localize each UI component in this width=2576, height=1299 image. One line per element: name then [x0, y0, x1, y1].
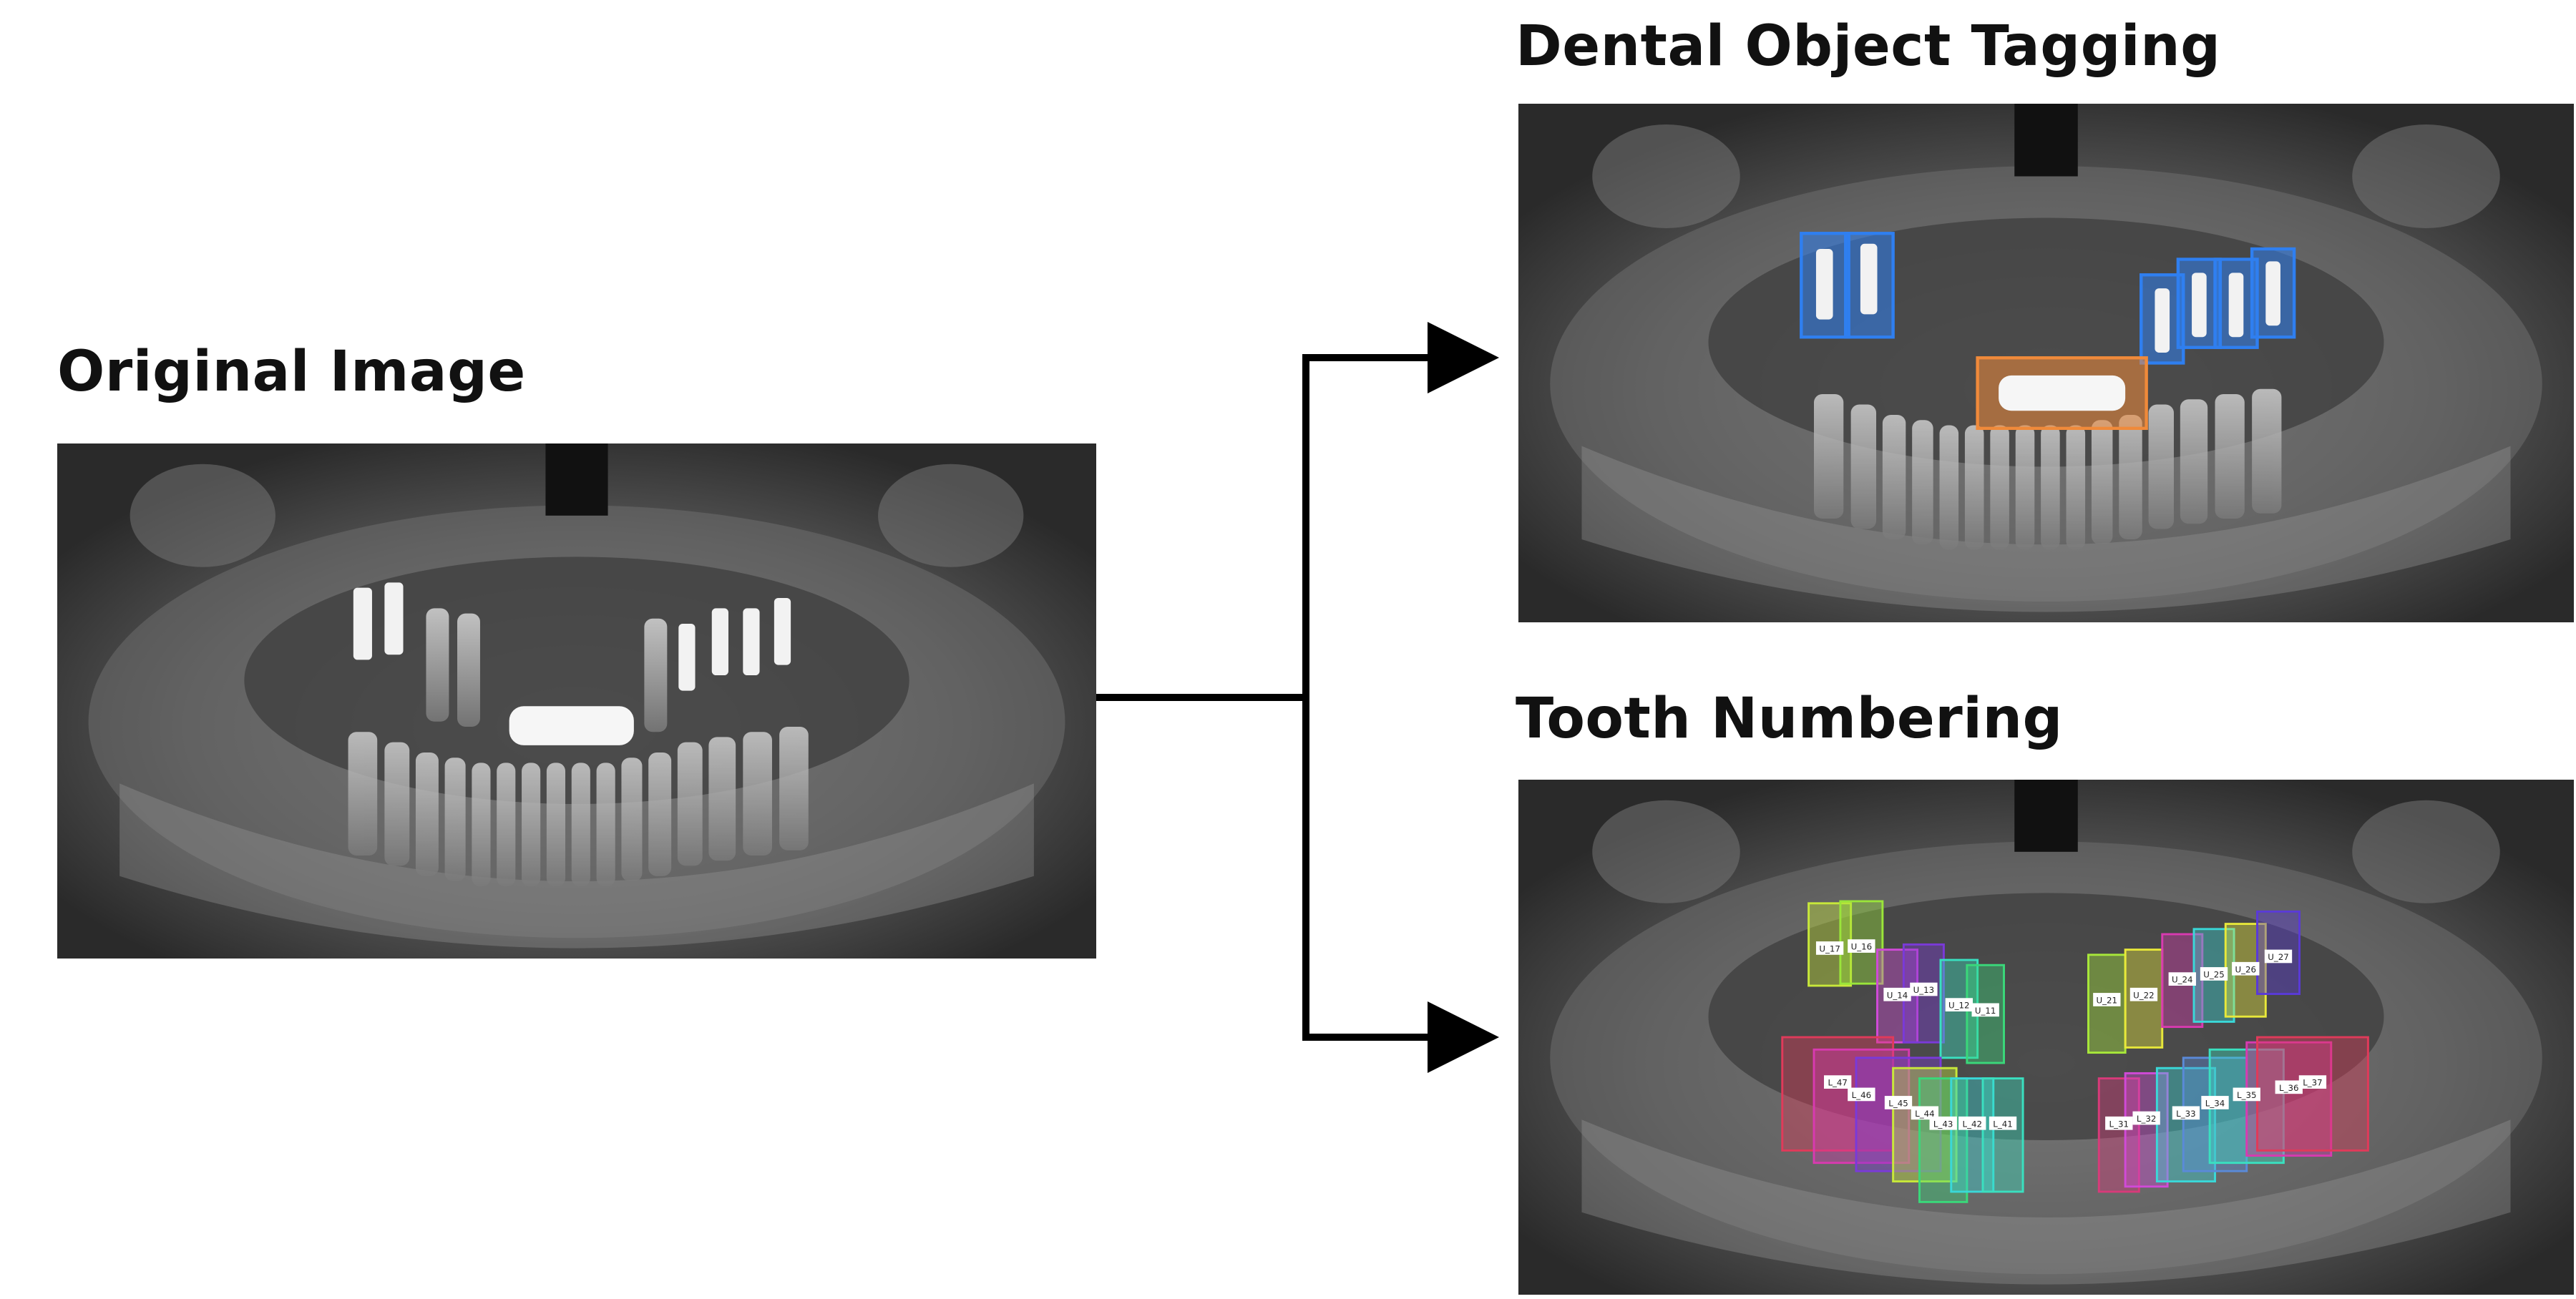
tooth-label-bg	[2172, 1106, 2200, 1120]
tooth-bbox	[2256, 1036, 2369, 1152]
dental-object-tagging-image	[1518, 104, 2574, 622]
tooth-bbox	[2155, 1067, 2216, 1183]
tooth-label: L_33	[2176, 1109, 2195, 1119]
tooth-label-bg	[1848, 1087, 1875, 1102]
tooth-label: L_41	[1993, 1119, 2012, 1129]
tooth-label-bg	[1848, 939, 1875, 953]
tooth-label: L_42	[1963, 1119, 1982, 1129]
tooth-label: L_35	[2237, 1090, 2256, 1100]
tooth-label-bg	[2232, 961, 2260, 976]
tooth-label: U_24	[2172, 975, 2193, 985]
tooth-label-bg	[2298, 1075, 2327, 1089]
tooth-label-bg	[1911, 1106, 1939, 1120]
tooth-label: U_22	[2133, 990, 2155, 1000]
tooth-label-bg	[2201, 1096, 2229, 1109]
tooth-label: U_26	[2235, 964, 2256, 974]
tooth-label: U_17	[1819, 944, 1840, 954]
tooth-label-bg	[2264, 949, 2293, 964]
tooth-bbox	[2097, 1077, 2140, 1193]
tooth-label: L_37	[2303, 1078, 2322, 1088]
dental-object-tagging-title: Dental Object Tagging	[1516, 14, 2221, 79]
tooth-label-bg	[2129, 987, 2158, 1001]
tooth-label-bg	[2093, 993, 2121, 1006]
tooth-label: U_21	[2097, 996, 2118, 1006]
tooth-label-bg	[2105, 1116, 2133, 1130]
tooth-label-bg	[1815, 941, 1844, 955]
tooth-label: U_16	[1851, 942, 1873, 952]
tooth-label-bg	[1989, 1116, 2017, 1130]
tooth-label: L_32	[2137, 1114, 2156, 1124]
tooth-label-bg	[2275, 1080, 2303, 1094]
tooth-label: L_45	[1888, 1099, 1908, 1109]
original-xray-image	[57, 443, 1096, 959]
tooth-label-bg	[2200, 967, 2228, 981]
tooth-label: L_43	[1933, 1119, 1953, 1129]
tooth-label-bg	[1929, 1116, 1957, 1130]
tooth-label-bg	[2132, 1111, 2160, 1125]
original-image-title: Original Image	[57, 340, 526, 404]
tooth-label: U_27	[2268, 952, 2289, 962]
tooth-label-bg	[1824, 1075, 1852, 1089]
tooth-label-bg	[2233, 1087, 2260, 1102]
tooth-label: U_11	[1975, 1006, 1996, 1016]
tooth-bbox	[1950, 1077, 1995, 1193]
tooth-label: L_44	[1915, 1109, 1934, 1119]
tooth-label: U_14	[1887, 990, 1908, 1000]
tooth-label-bg	[1958, 1116, 1986, 1130]
tooth-label-bg	[1910, 982, 1938, 996]
tooth-label: U_13	[1913, 985, 1935, 995]
tooth-bbox	[1981, 1077, 2024, 1193]
tooth-label-bg	[1884, 1096, 1913, 1109]
tooth-label: L_46	[1852, 1090, 1871, 1100]
tooth-bbox	[1918, 1077, 1968, 1203]
tooth-label-bg	[2168, 972, 2196, 986]
tooth-label-bg	[1971, 1003, 1999, 1017]
tooth-label: L_31	[2109, 1119, 2129, 1129]
tooth-label: L_47	[1828, 1078, 1847, 1088]
tooth-label-bg	[1945, 998, 1973, 1011]
tooth-label: U_12	[1948, 1001, 1970, 1011]
tooth-label: U_25	[2203, 970, 2225, 980]
tooth-bbox	[2245, 1041, 2333, 1157]
tooth-label-bg	[1883, 987, 1911, 1001]
tooth-numbering-title: Tooth Numbering	[1516, 687, 2063, 751]
tooth-label: L_34	[2205, 1099, 2225, 1109]
tooth-label: L_36	[2279, 1083, 2298, 1093]
